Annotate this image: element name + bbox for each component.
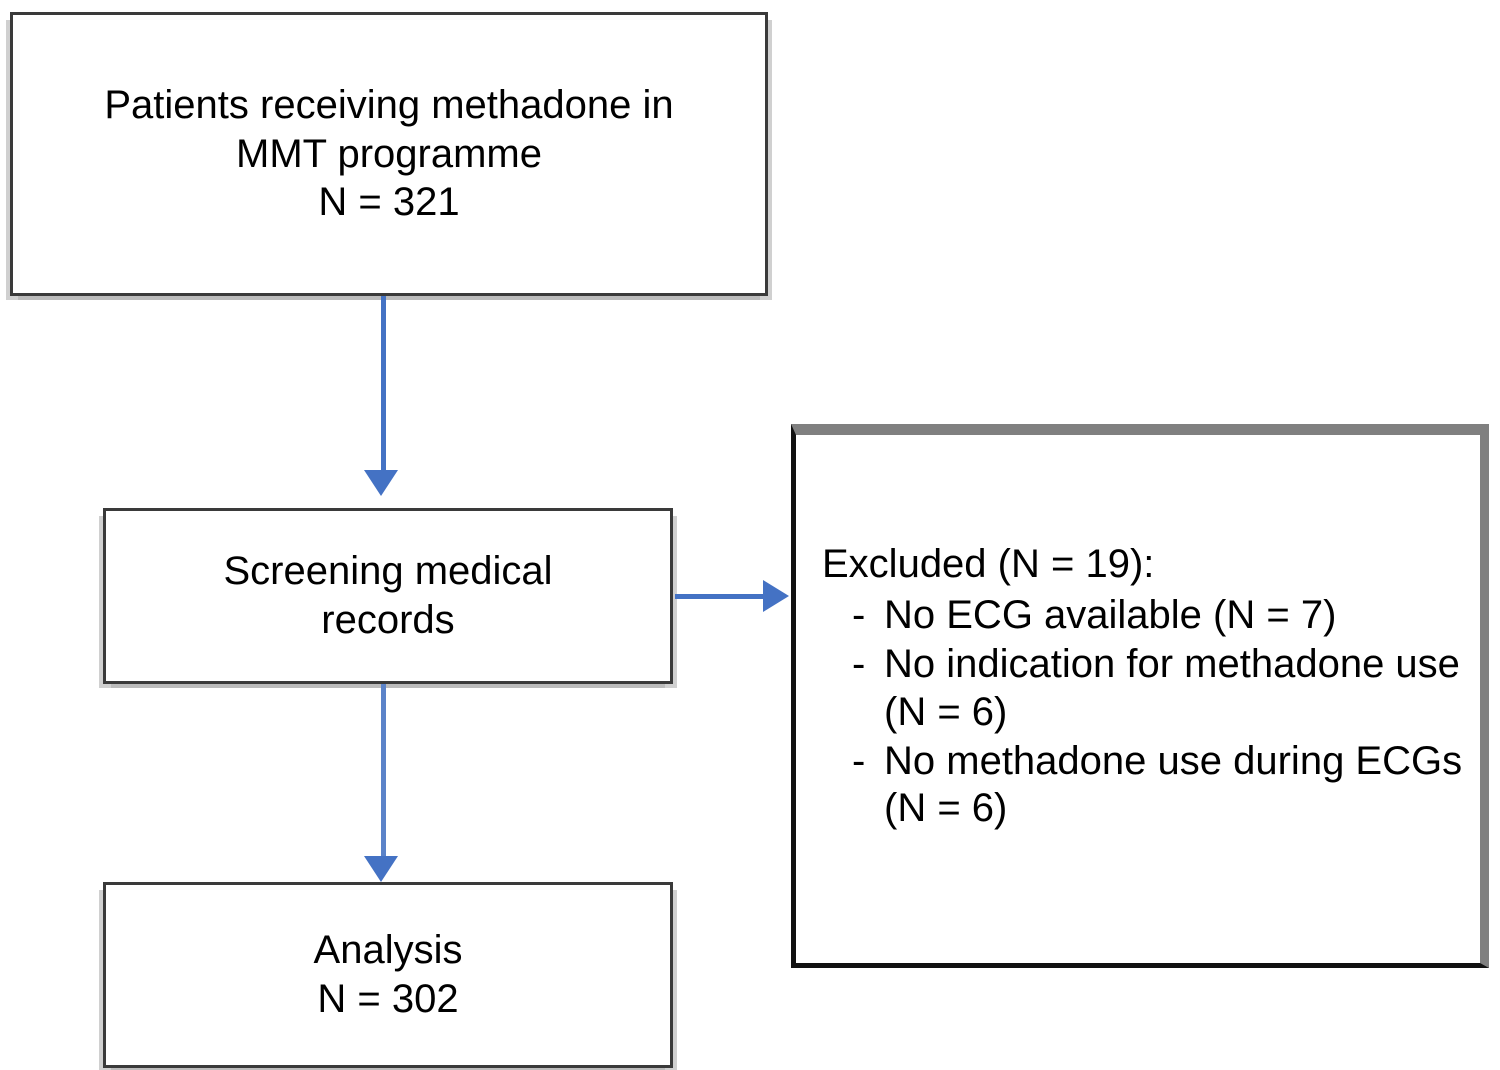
node-screening-medical-records: Screening medical records — [103, 508, 673, 684]
excluded-reason-1: No ECG available (N = 7) — [884, 593, 1337, 638]
excluded-reason-3: No methadone use during ECGs (N = 6) — [884, 738, 1463, 830]
arrow-down-icon — [364, 470, 398, 496]
node-patients-line-3: N = 321 — [318, 180, 460, 225]
node-excluded: Excluded (N = 19): - No ECG available (N… — [791, 424, 1489, 968]
node-analysis-text: Analysis N = 302 — [106, 926, 670, 1024]
excluded-reason-list: - No ECG available (N = 7) - No indicati… — [822, 592, 1480, 832]
node-analysis-line-1: Analysis — [313, 928, 463, 973]
list-item: - No indication for methadone use (N = 6… — [822, 641, 1480, 735]
list-item: - No methadone use during ECGs (N = 6) — [822, 738, 1480, 832]
arrow-right-icon — [763, 580, 789, 612]
node-screening-line-1: Screening medical — [223, 549, 553, 594]
node-patients-line-1: Patients receiving methadone in — [104, 82, 674, 127]
excluded-title: Excluded (N = 19): — [822, 542, 1155, 586]
node-screening-text: Screening medical records — [106, 547, 670, 645]
connector-line-horizontal — [675, 594, 773, 599]
bullet-dash-icon: - — [852, 738, 866, 783]
list-item: - No ECG available (N = 7) — [822, 592, 1480, 639]
node-analysis-line-2: N = 302 — [317, 977, 459, 1021]
node-screening-line-2: records — [321, 598, 455, 642]
excluded-reason-2: No indication for methadone use (N = 6) — [884, 642, 1460, 734]
connector-line-vertical-1 — [381, 296, 386, 478]
node-patients-line-2: MMT programme — [236, 131, 542, 176]
excluded-body: Excluded (N = 19): - No ECG available (N… — [796, 435, 1480, 832]
bullet-dash-icon: - — [852, 593, 866, 638]
arrow-down-icon — [364, 856, 398, 882]
connector-line-vertical-2 — [381, 684, 386, 864]
node-analysis: Analysis N = 302 — [103, 882, 673, 1068]
node-patients-receiving-methadone: Patients receiving methadone in MMT prog… — [10, 12, 768, 296]
node-patients-text: Patients receiving methadone in MMT prog… — [13, 81, 765, 227]
bullet-dash-icon: - — [852, 642, 866, 687]
